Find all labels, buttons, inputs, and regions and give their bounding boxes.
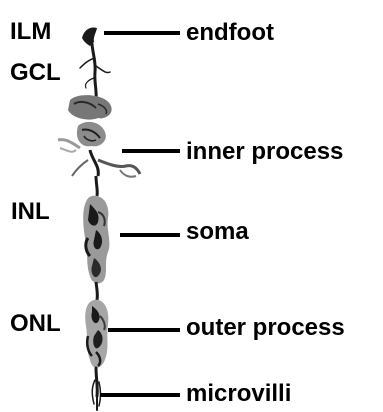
part-label-outer-process: outer process [186, 316, 345, 340]
cell-inner-stalk [80, 44, 110, 100]
cell-outer-process-shape [85, 300, 108, 368]
layer-label-gcl: GCL [10, 61, 61, 85]
endfoot-leader-line [104, 31, 180, 35]
layer-label-ilm: ILM [10, 20, 51, 44]
part-label-microvilli: microvilli [186, 382, 291, 406]
cell-microvilli-shape [92, 368, 100, 410]
cell-inner-process-shape [58, 95, 140, 196]
layer-label-onl: ONL [10, 312, 61, 336]
outer-process-leader-line [108, 328, 180, 332]
part-label-inner-process: inner process [186, 140, 343, 164]
soma-leader-line [120, 233, 180, 237]
inner-process-leader-line [122, 149, 180, 153]
microvilli-leader-line [100, 393, 180, 397]
layer-label-inl: INL [11, 200, 50, 224]
part-label-endfoot: endfoot [186, 21, 274, 45]
cell-soma-shape [83, 196, 109, 300]
part-label-soma: soma [186, 220, 249, 244]
cell-endfoot-shape [82, 27, 97, 46]
